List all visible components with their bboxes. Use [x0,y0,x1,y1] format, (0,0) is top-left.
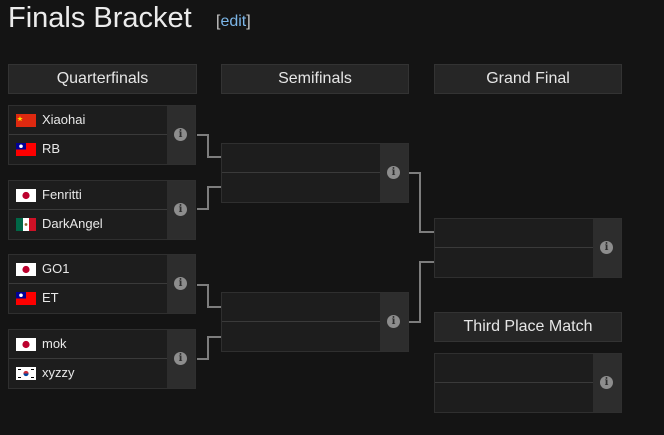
match-info-button[interactable]: i [593,219,621,277]
quarterfinal-match-2: Fenritti DarkAngel i [8,180,196,240]
bracket-connector [197,284,209,286]
bracket-connector [197,134,209,136]
info-icon[interactable]: i [600,376,613,389]
info-icon[interactable]: i [174,128,187,141]
bracket-connector [419,261,421,323]
edit-link-text[interactable]: edit [220,13,247,30]
bracket-slot[interactable] [435,354,593,383]
info-icon[interactable]: i [600,241,613,254]
bracket-connector [207,336,221,338]
bracket-slot[interactable] [435,219,593,248]
bracket-slot[interactable]: Fenritti [9,181,167,210]
china-flag-icon [16,114,36,127]
bracket-connector [419,231,434,233]
bracket-slot[interactable]: RB [9,135,167,164]
quarterfinal-match-1: Xiaohai RB i [8,105,196,165]
player-name: Xiaohai [42,112,86,127]
mexico-flag-icon [16,218,36,231]
bracket-connector [207,134,209,158]
quarterfinal-match-3: GO1 ET i [8,254,196,314]
edit-link[interactable]: [edit] [216,13,251,30]
bracket-slot[interactable] [435,248,593,277]
bracket-slot[interactable]: ET [9,284,167,313]
quarterfinal-match-4: mok xyzzy i [8,329,196,389]
quarterfinals-header: Quarterfinals [8,64,197,94]
bracket-slot[interactable]: Xiaohai [9,106,167,135]
bracket-connector [197,208,209,210]
bracket-connector [419,172,421,233]
japan-flag-icon [16,189,36,202]
semifinal-match-1: i [221,143,409,203]
info-icon[interactable]: i [174,203,187,216]
bracket-connector [207,306,221,308]
player-name: Fenritti [42,187,82,202]
south-korea-flag-icon [16,367,36,380]
info-icon[interactable]: i [174,277,187,290]
match-info-button[interactable]: i [167,330,195,388]
bracket-connector [207,156,221,158]
match-info-button[interactable]: i [380,293,408,351]
page-title: Finals Bracket [8,2,192,34]
match-info-button[interactable]: i [380,144,408,202]
player-name: RB [42,141,61,156]
taiwan-flag-icon [16,143,36,156]
semifinal-match-2: i [221,292,409,352]
third-place-match: i [434,353,622,413]
match-info-button[interactable]: i [167,106,195,164]
bracket-slot[interactable] [435,383,593,412]
japan-flag-icon [16,338,36,351]
bracket-connector [207,336,209,360]
bracket-slot[interactable] [222,322,380,351]
bracket-connector [409,172,421,174]
info-icon[interactable]: i [387,315,400,328]
third-place-header: Third Place Match [434,312,622,342]
bracket-slot[interactable]: GO1 [9,255,167,284]
match-info-button[interactable]: i [167,181,195,239]
player-name: ET [42,290,59,305]
semifinals-header: Semifinals [221,64,409,94]
bracket-connector [419,261,434,263]
taiwan-flag-icon [16,292,36,305]
bracket-slot[interactable] [222,173,380,202]
bracket-slot[interactable]: mok [9,330,167,359]
bracket-connector [207,186,221,188]
bracket-slot[interactable]: xyzzy [9,359,167,388]
info-icon[interactable]: i [174,352,187,365]
bracket-connector [409,321,421,323]
player-name: xyzzy [42,365,75,380]
grand-final-match: i [434,218,622,278]
player-name: mok [42,336,67,351]
japan-flag-icon [16,263,36,276]
bracket-connector [207,186,209,210]
info-icon[interactable]: i [387,166,400,179]
match-info-button[interactable]: i [593,354,621,412]
bracket-slot[interactable] [222,293,380,322]
player-name: DarkAngel [42,216,103,231]
match-info-button[interactable]: i [167,255,195,313]
bracket-slot[interactable]: DarkAngel [9,210,167,239]
grand-final-header: Grand Final [434,64,622,94]
bracket-connector [207,284,209,308]
bracket-connector [197,358,209,360]
bracket-slot[interactable] [222,144,380,173]
player-name: GO1 [42,261,70,276]
